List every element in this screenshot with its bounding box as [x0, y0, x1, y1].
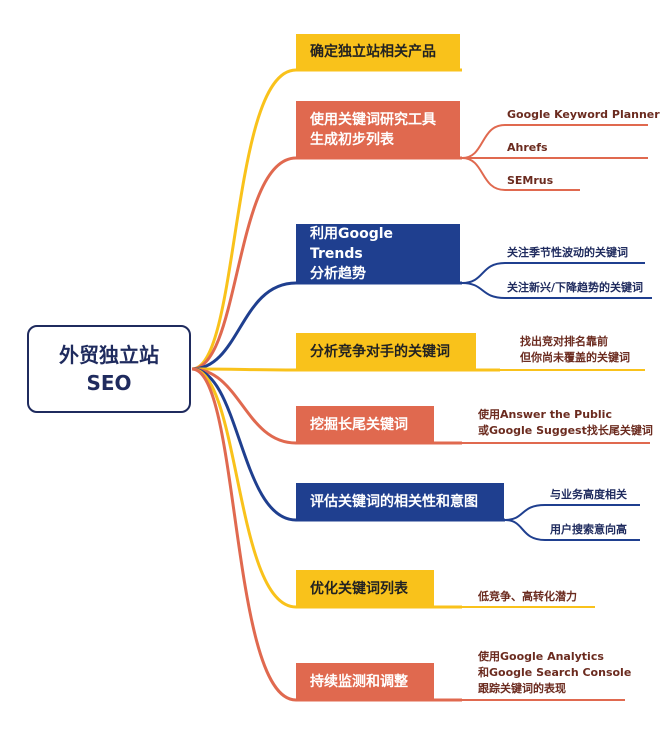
branch-2-title-line1: 使用关键词研究工具: [310, 111, 436, 128]
connector-branch-3: [191, 281, 462, 371]
leaf-4-1: 找出竞对排名靠前 但你尚未覆盖的关键词: [520, 334, 630, 366]
connector-branch-1: [191, 68, 462, 371]
root-title-line2: SEO: [86, 371, 132, 395]
leaf-8-1-line2: 和Google Search Console: [478, 666, 632, 679]
branch-2-node: 使用关键词研究工具 生成初步列表: [296, 101, 460, 158]
connector-leaf-3-1: [461, 262, 645, 284]
connector-branch-5: [191, 367, 462, 445]
leaf-2-1: Google Keyword Planner: [507, 108, 660, 121]
branch-4-title: 分析竞争对手的关键词: [310, 343, 450, 360]
connector-leaf-2-3: [461, 157, 580, 191]
branch-5-title: 挖掘长尾关键词: [310, 416, 408, 433]
leaf-3-2: 关注新兴/下降趋势的关键词: [507, 281, 644, 294]
branch-3-title-line2: 分析趋势: [310, 265, 366, 282]
branch-3-node: 利用Google Trends 分析趋势: [296, 224, 460, 283]
branch-8-node: 持续监测和调整: [296, 663, 434, 700]
connector-leaf-6-2: [504, 519, 640, 541]
leaf-5-1-line1: 使用Answer the Public: [478, 408, 612, 421]
root-title-line1: 外贸独立站: [59, 343, 159, 367]
leaf-8-1-line3: 跟踪关键词的表现: [478, 682, 566, 695]
connector-branch-4: [191, 367, 500, 372]
branch-7-node: 优化关键词列表: [296, 570, 434, 607]
branch-8-title: 持续监测和调整: [310, 673, 408, 690]
leaf-5-1-line2: 或Google Suggest找长尾关键词: [478, 424, 653, 437]
branch-6-node: 评估关键词的相关性和意图: [296, 483, 504, 520]
leaf-6-2: 用户搜索意向高: [550, 523, 627, 536]
branch-1-node: 确定独立站相关产品: [296, 34, 460, 70]
connector-leaf-6-1: [504, 504, 640, 521]
leaf-4-1-line1: 找出竞对排名靠前: [520, 335, 608, 348]
leaf-8-1-line1: 使用Google Analytics: [478, 650, 604, 663]
leaf-4-1-line2: 但你尚未覆盖的关键词: [520, 351, 630, 364]
root-node: 外贸独立站 SEO: [27, 325, 191, 413]
connector-branch-6: [191, 367, 505, 522]
branch-1-title: 确定独立站相关产品: [310, 44, 436, 60]
connector-branch-8: [191, 367, 462, 702]
connector-leaf-3-2: [461, 282, 652, 299]
branch-6-title: 评估关键词的相关性和意图: [310, 493, 478, 510]
leaf-3-1: 关注季节性波动的关键词: [507, 246, 628, 259]
leaf-2-2: Ahrefs: [507, 141, 548, 154]
leaf-8-1: 使用Google Analytics 和Google Search Consol…: [478, 649, 631, 697]
branch-2-title-line2: 生成初步列表: [310, 131, 394, 148]
branch-7-title: 优化关键词列表: [310, 580, 408, 597]
connector-branch-2: [191, 156, 462, 371]
branch-5-node: 挖掘长尾关键词: [296, 406, 434, 443]
leaf-2-3: SEMrus: [507, 174, 554, 187]
connector-branch-7: [191, 367, 462, 609]
branch-4-node: 分析竞争对手的关键词: [296, 333, 476, 370]
leaf-6-1: 与业务高度相关: [550, 488, 627, 501]
leaf-7-1: 低竞争、高转化潜力: [478, 590, 577, 603]
connector-leaf-2-1: [461, 124, 648, 159]
leaf-5-1: 使用Answer the Public 或Google Suggest找长尾关键…: [478, 407, 653, 439]
branch-3-title-line1: 利用Google Trends: [310, 225, 394, 262]
